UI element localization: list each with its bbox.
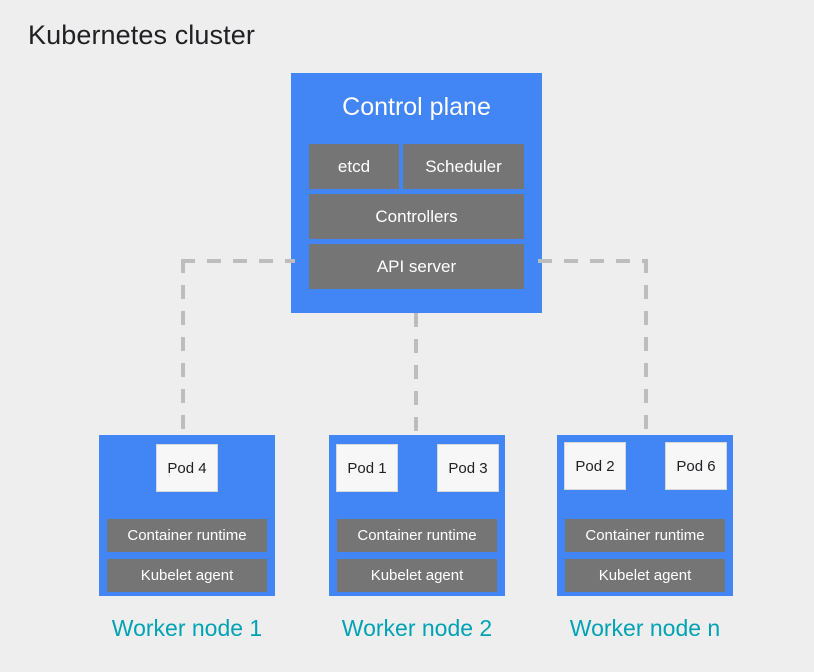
- pod-box-pod-1: Pod 1: [336, 444, 398, 492]
- control-plane-component-api-server: API server: [309, 244, 524, 289]
- worker-node-1-container-runtime: Container runtime: [107, 519, 267, 552]
- connector-control-plane-to-worker-2-vertical: [414, 313, 418, 437]
- worker-node-n-container-runtime: Container runtime: [565, 519, 725, 552]
- control-plane-component-etcd: etcd: [309, 144, 399, 189]
- worker-node-2-kubelet-agent: Kubelet agent: [337, 559, 497, 592]
- worker-node-2-box: Pod 1 Pod 3 Container runtime Kubelet ag…: [329, 435, 505, 596]
- control-plane-box: Control plane etcd Scheduler Controllers…: [291, 73, 542, 313]
- worker-node-2-container-runtime: Container runtime: [337, 519, 497, 552]
- worker-node-1-label: Worker node 1: [111, 615, 263, 641]
- control-plane-component-controllers: Controllers: [309, 194, 524, 239]
- control-plane-title: Control plane: [342, 93, 491, 121]
- worker-node-2-label: Worker node 2: [341, 615, 493, 641]
- worker-node-n-label: Worker node n: [569, 615, 721, 641]
- connector-api-server-to-worker-n-vertical: [644, 259, 648, 437]
- worker-node-n-box: Pod 2 Pod 6 Container runtime Kubelet ag…: [557, 435, 733, 596]
- connector-api-server-to-worker-n-horizontal: [538, 259, 648, 263]
- worker-node-1-box: Pod 4 Container runtime Kubelet agent: [99, 435, 275, 596]
- control-plane-component-scheduler: Scheduler: [403, 144, 524, 189]
- pod-box-pod-6: Pod 6: [665, 442, 727, 490]
- worker-node-n-kubelet-agent: Kubelet agent: [565, 559, 725, 592]
- worker-node-1-kubelet-agent: Kubelet agent: [107, 559, 267, 592]
- pod-box-pod-4: Pod 4: [156, 444, 218, 492]
- pod-box-pod-2: Pod 2: [564, 442, 626, 490]
- page-title: Kubernetes cluster: [28, 20, 255, 50]
- pod-box-pod-3: Pod 3: [437, 444, 499, 492]
- connector-api-server-to-worker-1-vertical: [181, 259, 185, 437]
- connector-api-server-to-worker-1-horizontal: [181, 259, 295, 263]
